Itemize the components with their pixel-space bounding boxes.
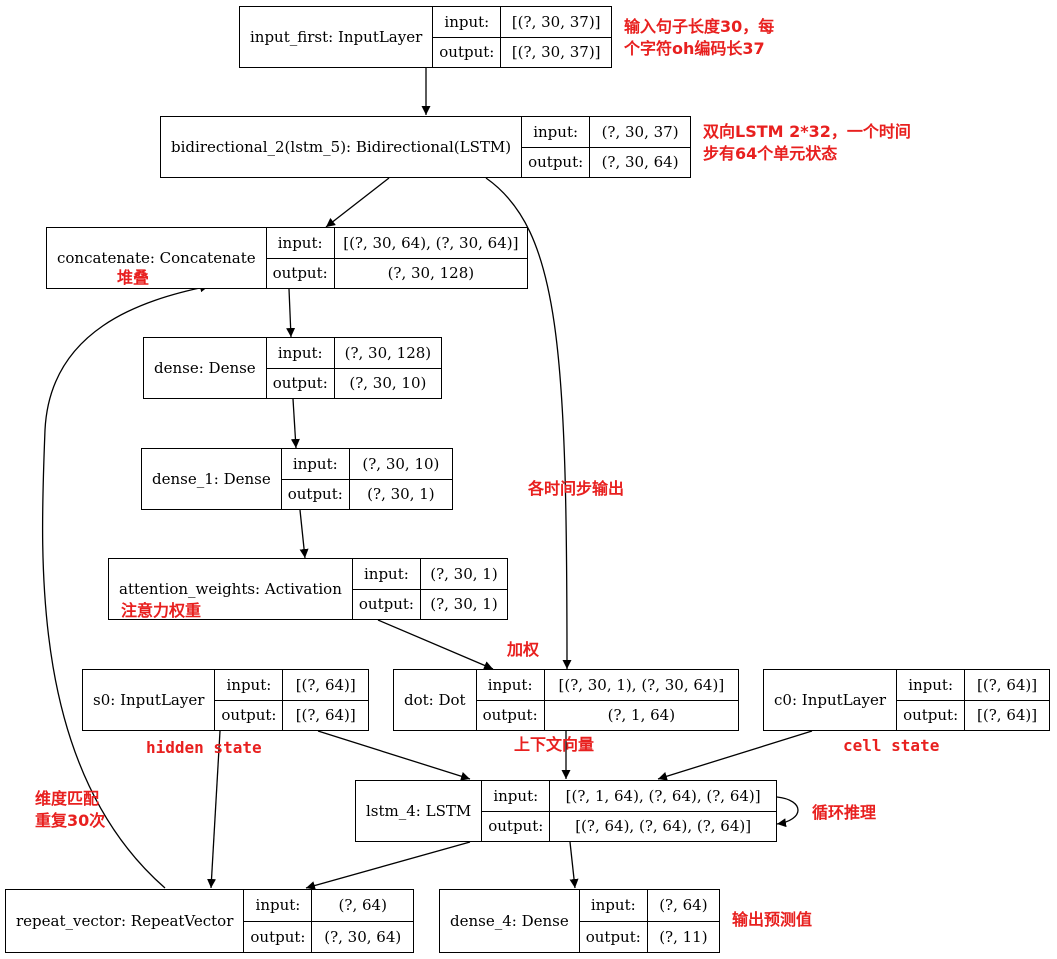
output-shape: (?, 11) [647, 920, 719, 953]
input-label: input: [226, 675, 272, 694]
note-loop-inference: 循环推理 [812, 803, 877, 822]
output-shape: (?, 30, 1) [420, 588, 507, 620]
note-weighted: 加权 [507, 640, 540, 659]
note-hidden-state: hidden state [146, 738, 262, 757]
input-label: input: [493, 786, 539, 805]
input-shape: (?, 64) [338, 896, 387, 915]
output-label: output: [266, 367, 334, 399]
input-label: input: [255, 896, 301, 915]
output-shape: (?, 30, 64) [590, 146, 690, 178]
input-label: input: [364, 564, 409, 583]
input-label: input: [533, 122, 579, 141]
input-shape: [(?, 64)] [977, 675, 1038, 694]
node-dot: dot: Dot input: output: [(?, 30, 1), (?, 30… [393, 669, 739, 731]
input-shape: (?, 30, 1) [430, 564, 498, 583]
node-dense-1: dense_1: Dense input: output: (?, 30, 10) (?… [141, 448, 453, 510]
note-cell-state: cell state [843, 736, 940, 755]
output-shape: (?, 30, 1) [349, 478, 452, 510]
input-label: input: [277, 233, 323, 252]
input-shape: [(?, 64)] [295, 675, 356, 694]
output-label: output: [215, 699, 283, 731]
output-shape: [(?, 64)] [965, 699, 1049, 731]
output-shape: (?, 1, 64) [544, 699, 738, 731]
input-shape: (?, 64) [659, 896, 708, 915]
input-shape: [(?, 30, 37)] [511, 12, 601, 31]
node-lstm-4: lstm_4: LSTM input: output: [(?, 1, 64), (?… [355, 780, 777, 842]
layer-name: dense: Dense [154, 359, 256, 377]
edge-bilstm-to-dot [485, 177, 572, 670]
note-context-vector: 上下文向量 [514, 735, 595, 754]
layer-name: c0: InputLayer [774, 691, 887, 709]
edge-s0-to-lstm [317, 730, 471, 781]
output-shape: [(?, 64), (?, 64), (?, 64)] [550, 810, 776, 842]
output-label: output: [281, 478, 349, 510]
input-label: input: [444, 12, 490, 31]
note-bilstm: 双向LSTM 2*32，一个时间 步有64个单元状态 [703, 122, 911, 163]
input-shape: [(?, 30, 1), (?, 30, 64)] [558, 675, 725, 694]
note-timestep-output: 各时间步输出 [528, 479, 625, 498]
output-shape: (?, 30, 64) [312, 920, 413, 953]
node-repeat-vector: repeat_vector: RepeatVector input: output:… [5, 889, 414, 953]
input-shape: [(?, 1, 64), (?, 64), (?, 64)] [565, 786, 761, 805]
note-attention-weights: 注意力权重 [121, 601, 202, 620]
layer-name: bidirectional_2(lstm_5): Bidirectional(L… [171, 138, 512, 156]
note-output-prediction: 输出预测值 [732, 910, 813, 929]
edge-lstm-self-loop [776, 796, 799, 828]
input-shape: (?, 30, 10) [362, 454, 440, 473]
output-label: output: [476, 699, 544, 731]
note-dimension-match: 维度匹配 重复30次 [35, 789, 106, 830]
edge-attention-to-dot [377, 619, 494, 670]
layer-name: s0: InputLayer [93, 691, 205, 709]
input-label: input: [590, 896, 636, 915]
edge-lstm-to-repeat [305, 841, 471, 890]
edge-dense1-to-attention [299, 509, 309, 559]
node-dense-4: dense_4: Dense input: output: (?, 64) (?, 11… [439, 889, 720, 953]
note-input-length: 输入句子长度30，每 个字符oh编码长37 [624, 17, 775, 58]
edge-concat-to-dense [286, 288, 296, 338]
layer-name: lstm_4: LSTM [366, 802, 472, 820]
input-shape: (?, 30, 128) [344, 343, 432, 362]
input-label: input: [277, 343, 323, 362]
output-shape: [(?, 64)] [283, 699, 368, 731]
input-shape: [(?, 30, 64), (?, 30, 64)] [343, 233, 519, 252]
node-dense: dense: Dense input: output: (?, 30, 128) (?,… [143, 337, 442, 399]
layer-name: dot: Dot [404, 691, 466, 709]
layer-name: concatenate: Concatenate [57, 249, 256, 267]
note-stack: 堆叠 [117, 268, 150, 287]
edge-bilstm-to-concat [325, 177, 390, 228]
edge-lstm-to-dense4 [569, 841, 579, 889]
output-label: output: [522, 146, 590, 178]
layer-name: repeat_vector: RepeatVector [16, 912, 234, 930]
output-shape: (?, 30, 128) [334, 257, 527, 289]
input-label: input: [292, 454, 338, 473]
node-bidirectional-lstm: bidirectional_2(lstm_5): Bidirectional(L… [160, 116, 691, 178]
edge-s0-to-repeat [207, 730, 221, 889]
layer-name: dense_4: Dense [450, 912, 569, 930]
output-label: output: [579, 920, 647, 953]
edge-repeat-to-concat [41, 283, 210, 889]
output-shape: [(?, 30, 37)] [501, 36, 611, 68]
layer-name: attention_weights: Activation [119, 580, 342, 598]
edge-c0-to-lstm [657, 730, 813, 781]
node-concatenate: concatenate: Concatenate input: output: [(?… [46, 227, 528, 289]
output-shape: (?, 30, 10) [334, 367, 441, 399]
layer-name: input_first: InputLayer [250, 28, 423, 46]
output-label: output: [244, 920, 312, 953]
input-shape: (?, 30, 37) [601, 122, 679, 141]
output-label: output: [482, 810, 550, 842]
edge-dense-to-dense1 [290, 398, 300, 449]
output-label: output: [266, 257, 334, 289]
output-label: output: [352, 588, 420, 620]
input-label: input: [908, 675, 954, 694]
input-label: input: [487, 675, 533, 694]
layer-name: dense_1: Dense [152, 470, 271, 488]
output-label: output: [897, 699, 965, 731]
output-label: output: [433, 36, 501, 68]
node-attention-weights: attention_weights: Activation input: outpu… [108, 558, 508, 620]
